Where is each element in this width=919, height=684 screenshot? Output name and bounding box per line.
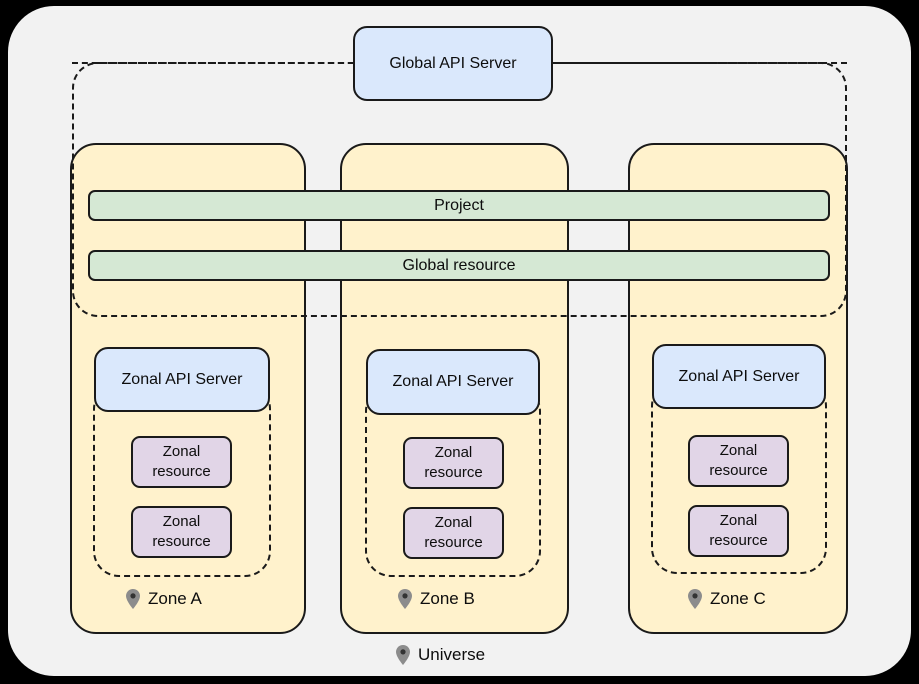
zone-a-label: Zone A [126,589,202,609]
zone-a-name: Zone A [148,589,202,608]
zone-a-resource-1-line1: Zonal [162,443,201,461]
zone-b-api-server-label: Zonal API Server [392,373,514,390]
zone-b-name: Zone B [420,589,475,608]
global-connector-right [552,62,847,64]
zone-c-resource-2-line2: resource [709,532,768,549]
global-bar-project-label: Project [434,196,484,214]
zone-b-resource-2[interactable]: Zonal resource [403,507,504,559]
map-pin-icon [688,589,702,609]
zone-c-label: Zone C [688,589,766,609]
zone-b-resource-1-line2: resource [424,464,483,481]
zone-c-resource-1[interactable]: Zonal resource [688,435,789,487]
zone-b-resource-2-line1: Zonal [434,514,473,532]
zone-c-resource-1-line2: resource [709,462,768,479]
zone-c-resource-1-line1: Zonal [719,442,758,460]
zone-a-resource-2-line2: resource [152,533,211,550]
universe-label: Universe [396,645,485,665]
global-connector-left [72,62,354,64]
global-bar-project[interactable]: Project [88,190,830,221]
global-api-server-label: Global API Server [389,54,517,72]
zone-b-resource-2-line2: resource [424,534,483,551]
zone-b-api-server-node[interactable]: Zonal API Server [366,349,540,415]
zone-a-resource-2[interactable]: Zonal resource [131,506,232,558]
zone-c-resource-2-line1: Zonal [719,512,758,530]
zone-b-resource-1-line1: Zonal [434,444,473,462]
zone-b-label: Zone B [398,589,475,609]
zone-a-api-server-node[interactable]: Zonal API Server [94,347,270,412]
zone-c-resource-2[interactable]: Zonal resource [688,505,789,557]
global-bar-global-resource[interactable]: Global resource [88,250,830,281]
map-pin-icon [396,645,410,665]
global-bar-global-resource-label: Global resource [402,256,516,274]
zone-a-resource-2-line1: Zonal [162,513,201,531]
zone-a-resource-1[interactable]: Zonal resource [131,436,232,488]
global-api-server-node[interactable]: Global API Server [353,26,553,101]
zone-c-name: Zone C [710,589,766,608]
zone-c-api-server-node[interactable]: Zonal API Server [652,344,826,409]
zone-a-api-server-label: Zonal API Server [121,370,243,388]
zone-c-api-server-label: Zonal API Server [678,367,800,385]
zone-a-resource-1-line2: resource [152,463,211,480]
zone-b-resource-1[interactable]: Zonal resource [403,437,504,489]
map-pin-icon [398,589,412,609]
universe-name: Universe [418,645,486,664]
map-pin-icon [126,589,140,609]
